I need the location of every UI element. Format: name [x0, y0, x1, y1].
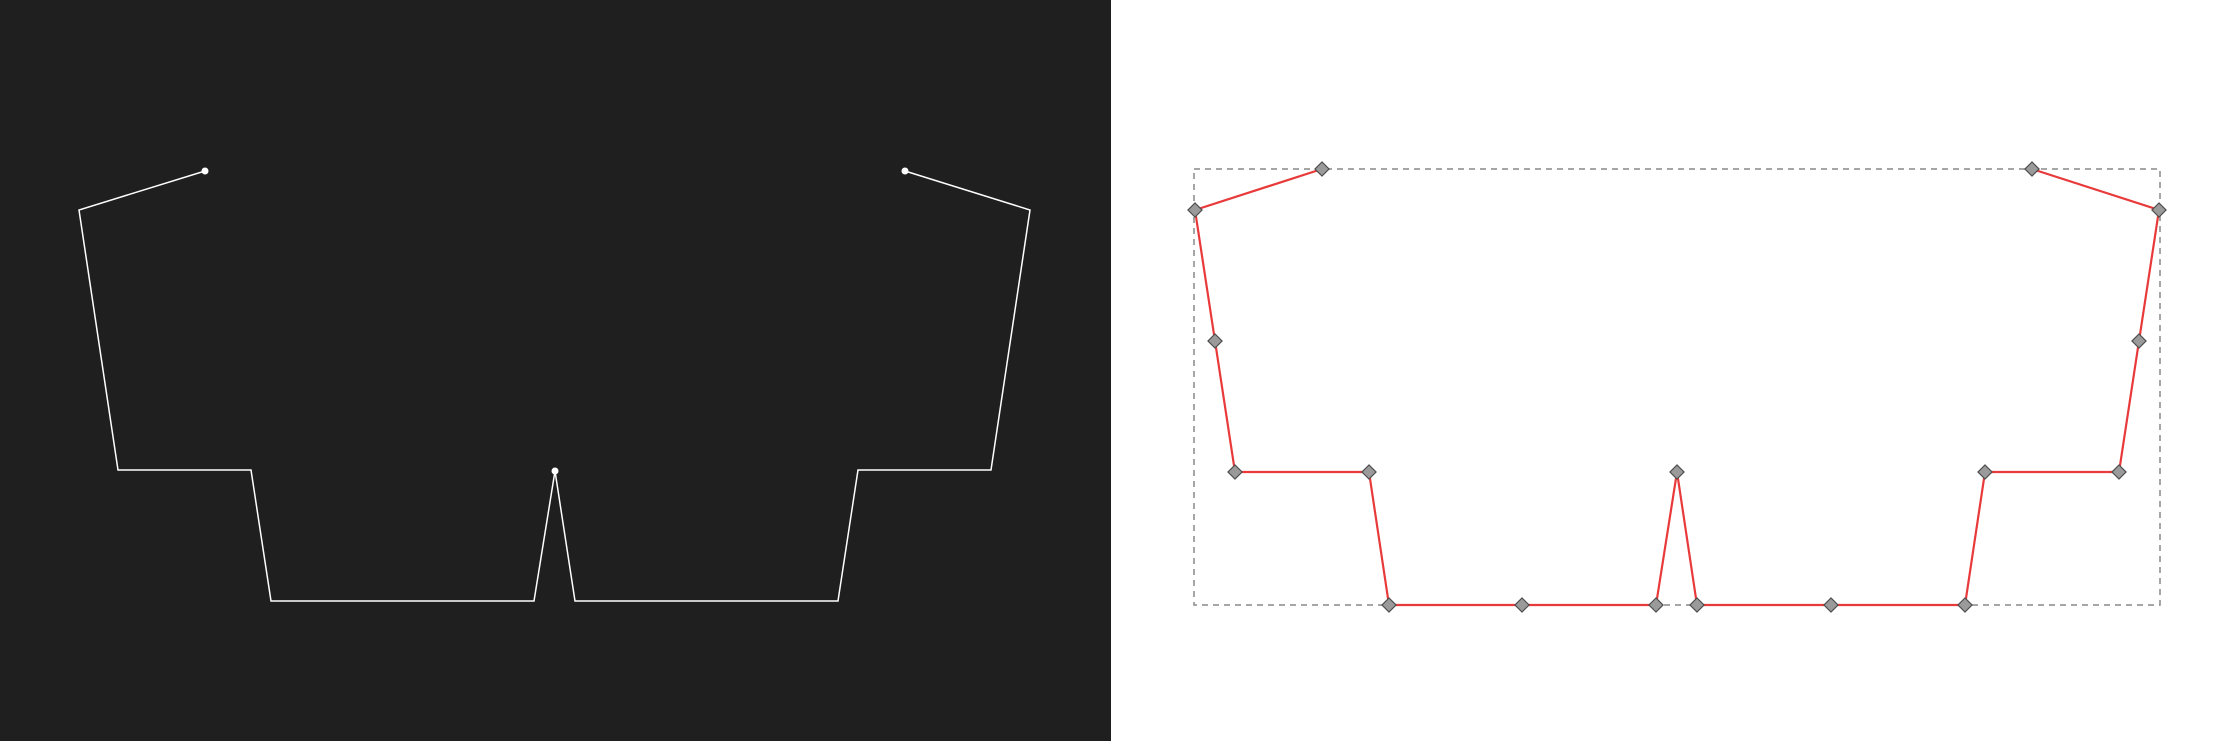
endpoint-dot-icon[interactable]	[901, 167, 909, 175]
endpoint-dot-icon[interactable]	[201, 167, 209, 175]
endpoint-dot-icon[interactable]	[551, 467, 559, 475]
preview-panel	[0, 0, 1111, 741]
preview-path-right	[554, 170, 1031, 602]
editor-background	[1111, 0, 2237, 741]
preview-background	[0, 0, 1111, 741]
editor-panel	[1111, 0, 2237, 741]
selection-bounding-box	[1193, 168, 2161, 606]
preview-path-left	[78, 170, 556, 602]
